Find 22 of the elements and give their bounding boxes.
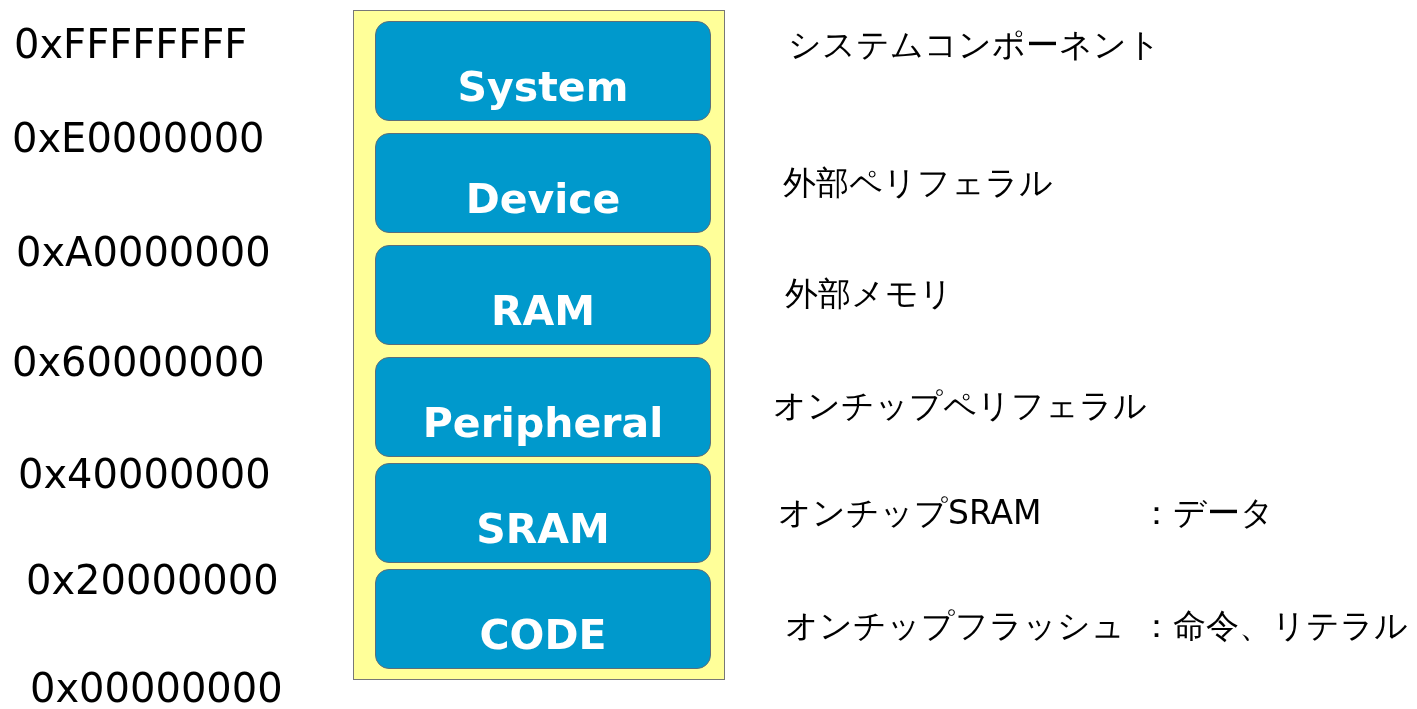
address-label: 0x60000000: [12, 342, 265, 382]
region-description: オンチップペリフェラル: [773, 389, 1147, 422]
memory-region: Device: [375, 133, 711, 233]
region-description: システムコンポーネント: [788, 28, 1161, 61]
address-label: 0xE0000000: [12, 118, 265, 158]
address-label: 0x20000000: [26, 560, 279, 600]
address-label: 0x40000000: [18, 454, 271, 494]
memory-region: SRAM: [375, 463, 711, 563]
memory-map-frame: [353, 10, 725, 680]
address-label: 0xFFFFFFFF: [14, 24, 248, 64]
address-label: 0x00000000: [30, 668, 283, 708]
memory-region: System: [375, 21, 711, 121]
region-description: 外部メモリ: [785, 277, 953, 310]
region-description: 外部ペリフェラル: [783, 166, 1053, 199]
region-description: ：データ: [1140, 496, 1274, 529]
memory-region: CODE: [375, 569, 711, 669]
address-label: 0xA0000000: [16, 232, 271, 272]
region-description: オンチップフラッシュ: [785, 609, 1125, 642]
memory-region: Peripheral: [375, 357, 711, 457]
region-description: オンチップSRAM: [778, 496, 1042, 529]
memory-region: RAM: [375, 245, 711, 345]
region-description: ：命令、リテラル: [1140, 609, 1408, 642]
